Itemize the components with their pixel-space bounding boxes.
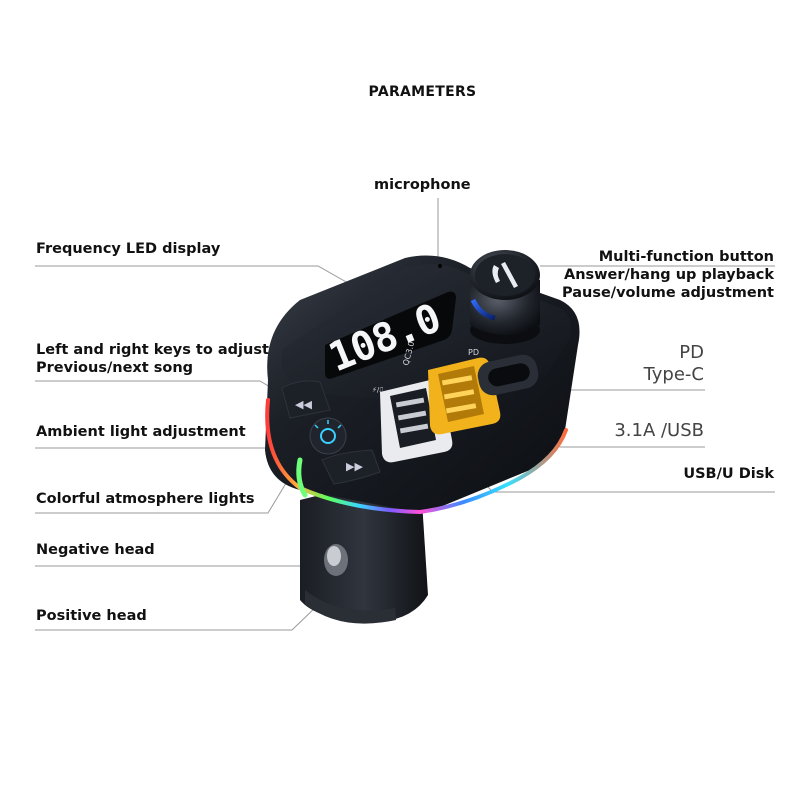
label-pd-type-c: PD Type-C xyxy=(644,342,704,386)
label-usb-u-disk: USB/U Disk xyxy=(683,466,774,482)
label-type-c: Type-C xyxy=(643,364,704,385)
ambient-light-icon xyxy=(320,428,336,444)
label-multi-function-line3: Pause/volume adjustment xyxy=(561,285,774,301)
multi-function-knob[interactable] xyxy=(470,250,540,344)
label-colorful-lights: Colorful atmosphere lights xyxy=(36,491,255,507)
usb-a-port[interactable] xyxy=(380,379,453,463)
leader-left-right-keys xyxy=(35,380,281,394)
label-left-right-keys-line2: Previous/next song xyxy=(36,360,194,376)
phone-icon xyxy=(492,262,518,288)
control-keys: ◀◀ ▶▶ xyxy=(281,380,381,485)
label-pd: PD xyxy=(679,342,704,363)
label-negative-head: Negative head xyxy=(36,542,155,558)
ambient-light-button[interactable] xyxy=(309,417,347,455)
port-usb-mark: ⚡/⎍ xyxy=(372,386,384,394)
page-title: PARAMETERS xyxy=(368,84,477,100)
ports: QC3.0 PD ⚡/⎍ xyxy=(372,340,541,463)
port-pd-label: PD xyxy=(468,348,479,357)
label-left-right-keys-line1: Left and right keys to adjust xyxy=(36,342,269,358)
label-usb-31a: 3.1A /USB xyxy=(614,420,704,441)
label-multi-function-line1: Multi-function button xyxy=(598,249,774,265)
leader-positive-head xyxy=(35,604,319,631)
atmosphere-light-strips xyxy=(265,398,568,514)
label-left-right-keys: Left and right keys to adjust Previous/n… xyxy=(36,341,269,377)
next-song-icon[interactable]: ▶▶ xyxy=(346,460,363,473)
label-multi-function: Multi-function button Answer/hang up pla… xyxy=(562,248,774,302)
label-microphone: microphone xyxy=(374,177,471,193)
type-c-port[interactable] xyxy=(475,352,541,398)
prev-song-icon[interactable]: ◀◀ xyxy=(295,398,312,411)
label-multi-function-line2: Answer/hang up playback xyxy=(563,267,774,283)
label-frequency-led-display: Frequency LED display xyxy=(36,241,221,257)
label-ambient-light: Ambient light adjustment xyxy=(36,424,246,440)
label-positive-head: Positive head xyxy=(36,608,147,624)
microphone-hole xyxy=(438,264,442,268)
